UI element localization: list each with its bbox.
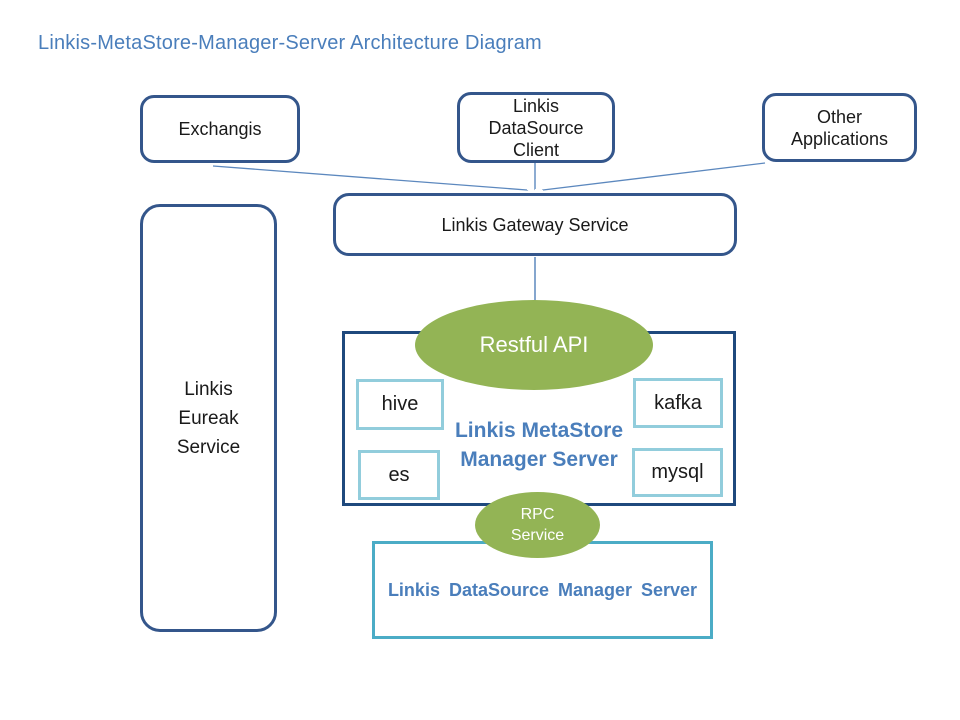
node-mysql: mysql	[632, 448, 723, 497]
diagram-title: Linkis-MetaStore-Manager-Server Architec…	[38, 32, 542, 54]
node-other-applications: Other Applications	[762, 93, 917, 162]
node-exchangis-label: Exchangis	[178, 119, 262, 139]
node-linkis-gateway-service-label: Linkis Gateway Service	[441, 214, 629, 235]
arrow-other-apps-to-gateway	[543, 162, 766, 190]
node-restful-api: Restful API	[415, 300, 653, 390]
node-hive: hive	[356, 379, 444, 430]
node-mysql-label: mysql	[651, 461, 704, 483]
node-rpc-service: RPC Service	[475, 492, 600, 558]
node-restful-api-label: Restful API	[479, 332, 589, 357]
node-linkis-eureak-service: Linkis Eureak Service	[140, 204, 277, 632]
node-es: es	[358, 450, 440, 500]
node-kafka: kafka	[633, 378, 723, 428]
arrow-exchangis-to-gateway	[212, 165, 527, 190]
node-hive-label: hive	[381, 393, 419, 415]
node-es-label: es	[388, 463, 410, 486]
node-linkis-eureak-service-label: Linkis Eureak Service	[176, 378, 241, 458]
node-other-applications-label: Other Applications	[790, 106, 889, 149]
node-linkis-metastore-manager-server-label: Linkis MetaStore Manager Server	[454, 419, 624, 471]
node-kafka-label: kafka	[654, 391, 702, 414]
node-rpc-service-label: RPC Service	[510, 506, 565, 544]
node-linkis-datasource-client-label: Linkis DataSource Client	[488, 95, 584, 160]
node-linkis-gateway-service: Linkis Gateway Service	[333, 193, 737, 256]
node-linkis-datasource-manager-server-label: Linkis DataSource Manager Server	[387, 579, 698, 600]
node-exchangis: Exchangis	[140, 95, 300, 163]
node-linkis-datasource-client: Linkis DataSource Client	[457, 92, 615, 163]
